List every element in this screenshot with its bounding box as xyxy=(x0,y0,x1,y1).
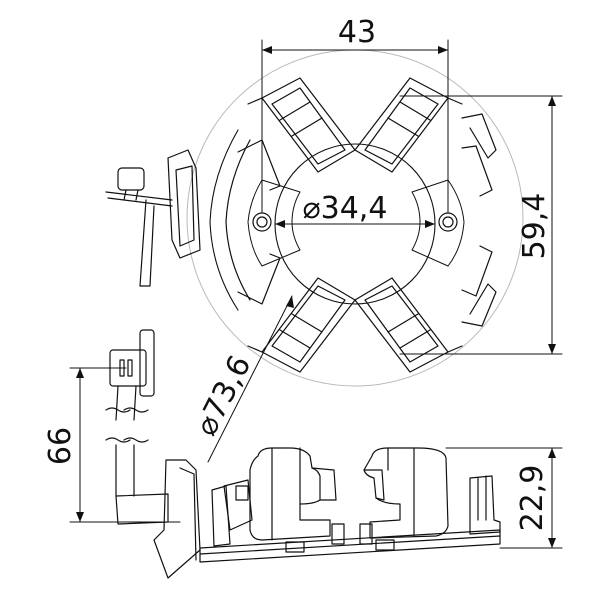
terminal-connector xyxy=(105,149,201,287)
brush-holder-bottom-left xyxy=(247,277,356,373)
dim-43 xyxy=(261,39,449,213)
dim-59-4-label: 59,4 xyxy=(517,193,552,260)
side-right-bracket xyxy=(469,475,501,535)
brush-holder-bottom-right xyxy=(354,277,463,373)
left-arc-segment-inner xyxy=(225,139,251,301)
left-spring-top xyxy=(237,139,281,191)
right-clip-mid xyxy=(461,145,493,197)
base-rail-line xyxy=(199,535,501,555)
top-view: 43 ⌀34,4 59,4 ⌀73,6 xyxy=(105,15,563,463)
dim-66 xyxy=(69,367,181,523)
right-clip-bottom xyxy=(461,283,497,327)
side-middle-parts xyxy=(211,479,395,553)
base-plate-right xyxy=(411,179,465,267)
right-clip-low xyxy=(461,245,493,297)
right-clip-top xyxy=(461,113,497,159)
brush-holder-top-right xyxy=(354,77,463,173)
side-view: 66 xyxy=(43,329,563,579)
side-connector-bracket xyxy=(115,459,201,579)
left-arc-segment xyxy=(209,129,239,311)
dim-43-label: 43 xyxy=(338,15,376,50)
brush-holder-top-left xyxy=(247,77,356,173)
brush-block-left xyxy=(249,447,337,541)
brush-block-right xyxy=(363,447,449,539)
dim-73-6-arrow xyxy=(286,296,294,308)
base-plate xyxy=(247,179,301,267)
left-spring-bottom xyxy=(237,253,281,305)
dim-73-6-label: ⌀73,6 xyxy=(189,350,259,441)
dim-34-4 xyxy=(274,220,436,228)
dim-34-4-label: ⌀34,4 xyxy=(303,191,388,226)
dim-73-6-leader xyxy=(207,295,293,463)
side-plug xyxy=(105,329,155,497)
dim-22-9-label: 22,9 xyxy=(515,465,550,532)
dim-22-9 xyxy=(445,447,563,549)
mounting-hole-right-inner xyxy=(442,216,454,228)
mounting-hole-left xyxy=(252,212,272,232)
mounting-hole-right xyxy=(438,212,458,232)
dim-59-4 xyxy=(399,95,563,355)
dim-66-label: 66 xyxy=(43,427,78,465)
base-rail xyxy=(199,529,501,563)
mounting-hole-left-inner xyxy=(256,216,268,228)
